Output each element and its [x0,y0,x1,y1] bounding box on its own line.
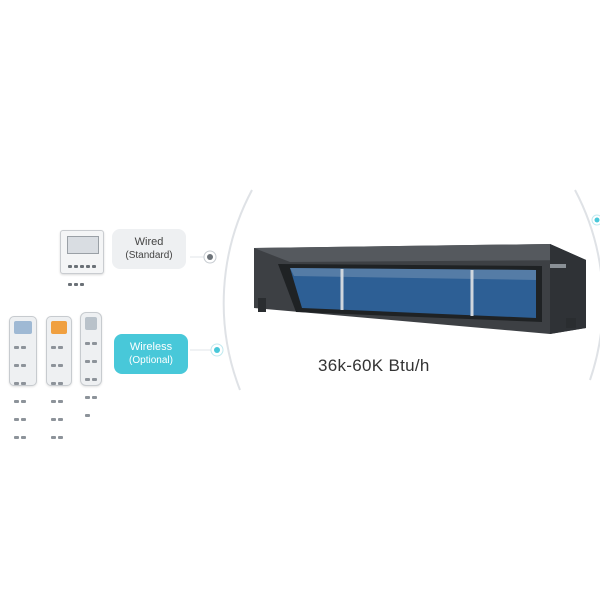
wired-title: Wired [134,236,164,248]
duct-unit-image [254,244,586,334]
wired-callout: Wired (Standard) [112,229,186,269]
connector-dot-wired [203,250,217,264]
capacity-label: 36k-60K Btu/h [318,356,430,375]
connector-dot-edge [591,214,600,226]
wireless-subtitle: (Optional) [129,355,173,366]
wired-subtitle: (Standard) [125,250,173,261]
wireless-callout: Wireless (Optional) [114,334,188,374]
remote-controller-image [46,316,72,439]
remote-controller-image [80,312,102,417]
remote-controller-image [9,316,37,439]
connector-dot-wireless [210,343,224,357]
wired-controller-image [60,230,104,286]
wireless-title: Wireless [129,341,173,353]
